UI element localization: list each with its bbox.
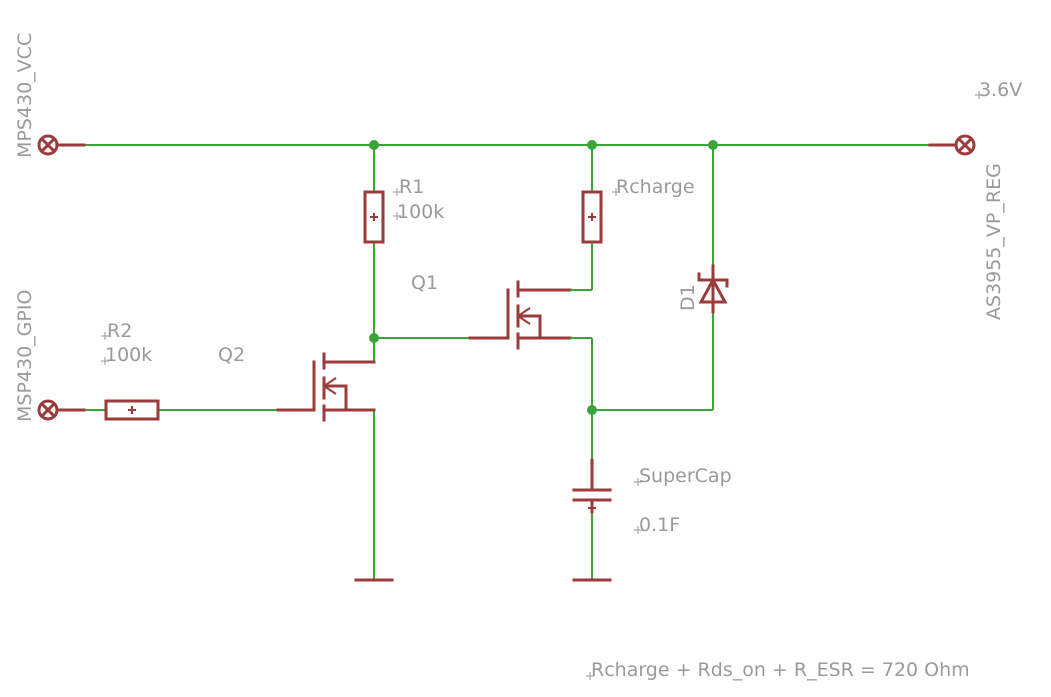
wires bbox=[84, 144, 930, 580]
net-label-vp-reg: AS3955_VP_REG bbox=[983, 163, 1005, 320]
junction-q1-gate bbox=[369, 333, 379, 343]
label-r1-name: R1 bbox=[399, 176, 424, 198]
connector-vcc bbox=[37, 134, 86, 156]
label-q2-name: Q2 bbox=[218, 344, 245, 366]
label-voltage-3v6: 3.6V bbox=[979, 79, 1022, 101]
junction-supercap-top bbox=[587, 405, 597, 415]
supercap bbox=[572, 458, 612, 514]
label-equation: Rcharge + Rds_on + R_ESR = 720 Ohm bbox=[591, 659, 970, 681]
junction-d1-top bbox=[708, 140, 718, 150]
label-r2-name: R2 bbox=[107, 320, 132, 342]
net-label-vcc: MPS430_VCC bbox=[14, 33, 36, 158]
zener-diode-d1 bbox=[697, 264, 729, 314]
net-label-gpio: MSP430_GPIO bbox=[14, 290, 36, 422]
resistor-r2 bbox=[104, 399, 160, 421]
mosfet-q1 bbox=[468, 280, 572, 350]
connector-vp-reg bbox=[928, 134, 976, 156]
label-q1-name: Q1 bbox=[411, 272, 438, 294]
label-cap-name: SuperCap bbox=[639, 465, 732, 487]
label-origin-marks bbox=[101, 91, 983, 680]
junction-rcharge-top bbox=[587, 140, 597, 150]
label-r2-value: 100k bbox=[105, 344, 152, 366]
junction-r1-top bbox=[369, 140, 379, 150]
label-rcharge-name: Rcharge bbox=[616, 176, 695, 198]
label-r1-value: 100k bbox=[397, 201, 444, 223]
label-cap-value: 0.1F bbox=[639, 514, 680, 536]
label-d1-name: D1 bbox=[677, 284, 699, 311]
mosfet-q2 bbox=[276, 352, 376, 422]
resistor-rcharge bbox=[581, 190, 603, 244]
connector-gpio bbox=[37, 399, 86, 421]
resistor-r1 bbox=[363, 190, 385, 244]
junctions bbox=[369, 140, 718, 415]
